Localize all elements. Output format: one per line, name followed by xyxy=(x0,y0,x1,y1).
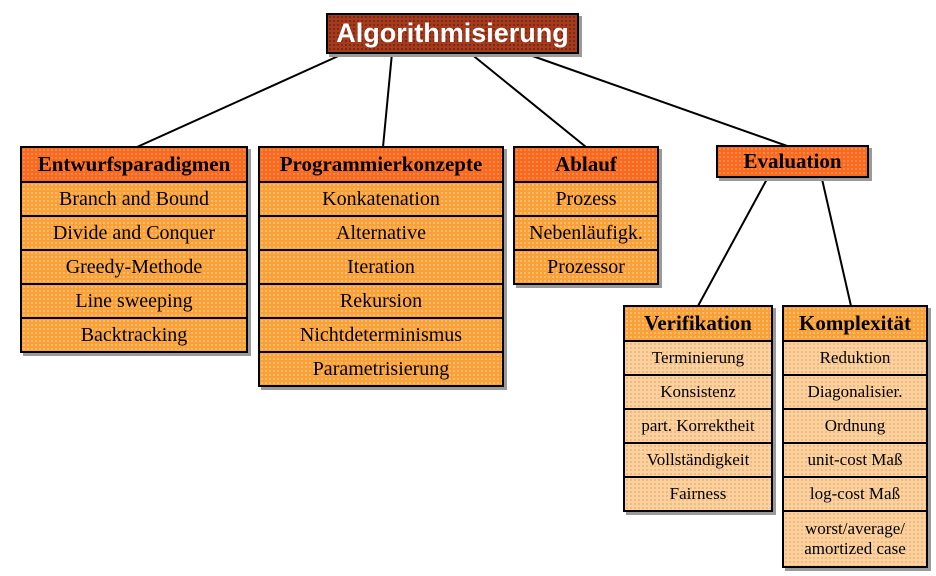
table-cell: Prozessor xyxy=(515,249,657,283)
connector-line xyxy=(821,178,852,307)
table-cell: Nichtdeterminismus xyxy=(260,317,502,351)
connector-line xyxy=(697,178,768,307)
table-header: Komplexität xyxy=(784,307,926,340)
table-cell: Divide and Conquer xyxy=(22,215,246,249)
connector-line xyxy=(382,52,393,148)
connector-line xyxy=(523,52,791,148)
table-header: Verifikation xyxy=(625,307,771,340)
table-cell: part. Korrektheit xyxy=(625,408,771,442)
table-komplexitaet: Komplexität Reduktion Diagonalisier. Ord… xyxy=(782,305,928,568)
connector-line xyxy=(469,52,587,148)
table-cell: Line sweeping xyxy=(22,283,246,317)
table-cell: Branch and Bound xyxy=(22,181,246,215)
table-cell: Fairness xyxy=(625,476,771,510)
table-entwurfsparadigmen: Entwurfsparadigmen Branch and Bound Divi… xyxy=(20,146,248,353)
table-header: Entwurfsparadigmen xyxy=(22,148,246,181)
table-cell: Nebenläufigk. xyxy=(515,215,657,249)
table-cell: unit-cost Maß xyxy=(784,442,926,476)
table-cell: Backtracking xyxy=(22,317,246,351)
connector-line xyxy=(136,52,346,148)
table-cell: Konkatenation xyxy=(260,181,502,215)
table-cell: Vollständigkeit xyxy=(625,442,771,476)
table-cell: Ordnung xyxy=(784,408,926,442)
table-cell: worst/average/ amortized case xyxy=(784,510,926,566)
table-cell: Reduktion xyxy=(784,340,926,374)
table-cell: Konsistenz xyxy=(625,374,771,408)
table-cell: Iteration xyxy=(260,249,502,283)
table-header: Programmierkonzepte xyxy=(260,148,502,181)
table-cell: log-cost Maß xyxy=(784,476,926,510)
table-ablauf: Ablauf Prozess Nebenläufigk. Prozessor xyxy=(513,146,659,285)
root-node: Algorithmisierung xyxy=(326,13,579,54)
table-cell: Terminierung xyxy=(625,340,771,374)
table-cell: Alternative xyxy=(260,215,502,249)
table-header: Ablauf xyxy=(515,148,657,181)
table-cell: Rekursion xyxy=(260,283,502,317)
table-cell: Parametrisierung xyxy=(260,351,502,385)
table-programmierkonzepte: Programmierkonzepte Konkatenation Altern… xyxy=(258,146,504,387)
table-cell: Greedy-Methode xyxy=(22,249,246,283)
table-cell: Prozess xyxy=(515,181,657,215)
table-cell: Diagonalisier. xyxy=(784,374,926,408)
table-verifikation: Verifikation Terminierung Konsistenz par… xyxy=(623,305,773,512)
node-evaluation: Evaluation xyxy=(716,145,869,178)
